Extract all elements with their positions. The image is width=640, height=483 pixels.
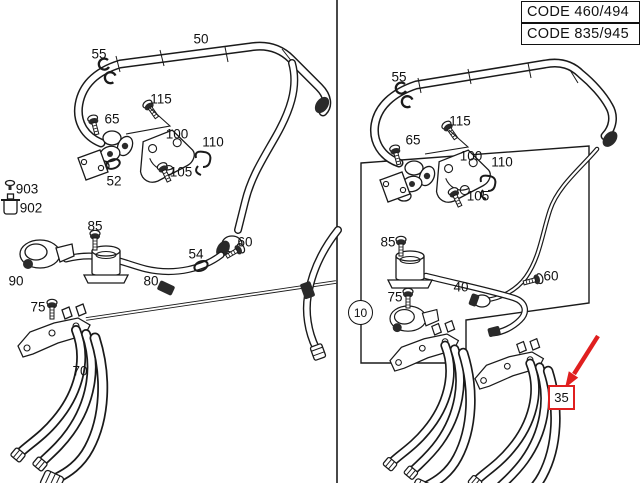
cap-902-icon — [1, 193, 20, 215]
hose-assembly-right-2 — [468, 339, 556, 483]
part-label-110: 110 — [491, 154, 513, 170]
part-label-70: 70 — [72, 363, 88, 379]
pump-right — [389, 305, 440, 333]
part-label-115: 115 — [150, 91, 172, 107]
hose-assembly-right-1 — [383, 321, 471, 483]
canister-85-right — [387, 250, 433, 289]
code-badge-835-945: CODE 835/945 — [521, 23, 640, 45]
pipe-branch — [234, 59, 299, 234]
pump-90 — [19, 239, 75, 270]
part-label-65: 65 — [405, 132, 421, 148]
part-label-85: 85 — [380, 234, 396, 250]
highlight-arrow — [565, 334, 600, 388]
bolt-75-icon — [46, 298, 58, 320]
part-label-105: 105 — [169, 164, 193, 180]
part-label-80: 80 — [143, 273, 159, 289]
detail-box-outline — [360, 145, 590, 364]
cap-903-icon — [4, 179, 16, 190]
hose-assembly-70 — [10, 304, 103, 483]
part-label-100: 100 — [165, 126, 189, 142]
edge-hose — [300, 226, 342, 361]
highlight-text: 35 — [554, 390, 569, 405]
part-label-902: 902 — [19, 200, 43, 216]
highlighted-part-35: 35 — [548, 385, 575, 410]
hose-40 — [422, 272, 529, 337]
part-label-75: 75 — [387, 289, 403, 305]
clip-55-icon — [398, 93, 416, 110]
callout-balloon-10: 10 — [348, 300, 373, 325]
bolt-75-icon — [402, 287, 414, 309]
part-label-54: 54 — [188, 246, 204, 262]
part-label-115: 115 — [449, 113, 471, 129]
part-label-110: 110 — [202, 134, 224, 150]
right-diagram — [369, 58, 618, 483]
pipe-main-right — [369, 58, 618, 168]
leader-115 — [125, 107, 172, 135]
pipe-40-thin — [483, 146, 600, 303]
code-badge-460-494: CODE 460/494 — [521, 1, 640, 23]
part-label-55: 55 — [391, 69, 407, 85]
part-label-55: 55 — [91, 46, 107, 62]
part-label-90: 90 — [8, 273, 24, 289]
part-label-60: 60 — [543, 268, 559, 284]
part-label-85: 85 — [87, 218, 103, 234]
part-label-60: 60 — [237, 234, 253, 250]
leader-115-right — [424, 129, 470, 155]
pipe-50 — [73, 41, 332, 148]
balloon-text: 10 — [353, 305, 368, 320]
left-diagram — [1, 41, 342, 483]
part-label-50: 50 — [193, 31, 209, 47]
part-label-903: 903 — [15, 181, 39, 197]
part-label-100: 100 — [459, 148, 483, 164]
part-label-40: 40 — [453, 279, 469, 295]
code-badge-text: CODE 835/945 — [527, 26, 629, 42]
part-label-52: 52 — [106, 173, 122, 189]
part-label-65: 65 — [104, 111, 120, 127]
code-badge-text: CODE 460/494 — [527, 4, 629, 20]
part-label-75: 75 — [30, 299, 46, 315]
part-label-105: 105 — [466, 188, 490, 204]
clip-110-icon — [194, 150, 212, 176]
